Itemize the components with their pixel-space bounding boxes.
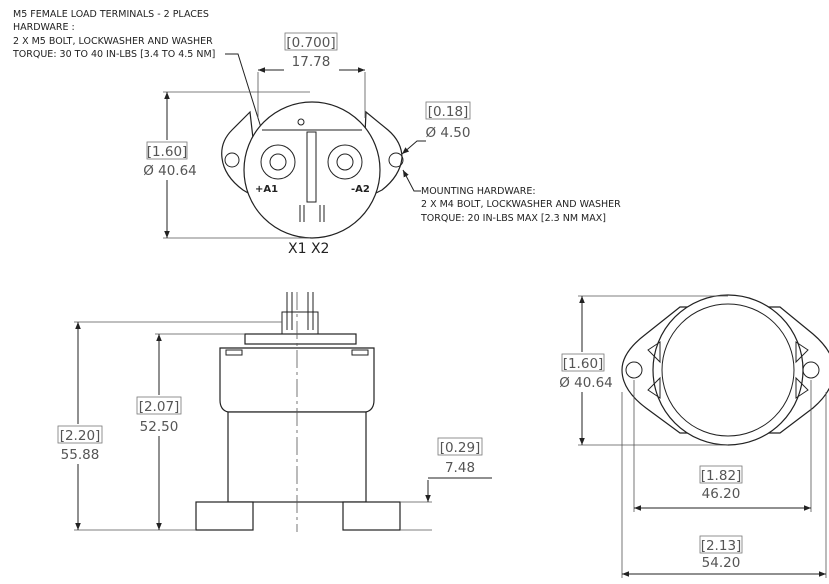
coil-pins bbox=[286, 292, 314, 330]
detail-right bbox=[351, 349, 369, 356]
top-body-circle bbox=[243, 101, 381, 239]
dim-mm: 54.20 bbox=[702, 555, 741, 571]
dim-mm: 17.78 bbox=[292, 54, 331, 70]
terminal-a1-bore bbox=[269, 153, 287, 171]
bracket-box bbox=[57, 425, 103, 444]
bracket-box bbox=[561, 353, 605, 372]
dim-mm: 46.20 bbox=[702, 486, 741, 502]
extension-lines bbox=[257, 72, 366, 118]
note-line: MOUNTING HARDWARE: bbox=[421, 186, 536, 197]
leader-line bbox=[402, 169, 421, 192]
dim-bottom-diameter: [1.60] Ø 40.64 bbox=[559, 295, 728, 446]
dim-hole-diameter: [0.18] Ø 4.50 bbox=[401, 101, 471, 155]
bracket-box bbox=[425, 101, 471, 120]
dim-total-height: [2.20] 55.88 bbox=[57, 321, 282, 531]
dim-inch: [2.07] bbox=[139, 399, 180, 415]
terminal-block bbox=[244, 333, 357, 345]
note-line: TORQUE: 30 TO 40 IN-LBS [3.4 TO 4.5 NM] bbox=[12, 49, 215, 60]
coil-mark bbox=[297, 118, 305, 126]
bracket-box bbox=[437, 437, 483, 456]
bottom-body-inner bbox=[661, 303, 795, 437]
dim-terminal-spacing: [0.700] 17.78 bbox=[257, 32, 366, 118]
dim-inch: [2.20] bbox=[60, 428, 101, 444]
bracket-box bbox=[284, 32, 338, 51]
dim-body-height: [2.07] 52.50 bbox=[136, 333, 245, 530]
bracket-box bbox=[699, 535, 743, 554]
load-terminal-note: M5 FEMALE LOAD TERMINALS - 2 PLACES HARD… bbox=[12, 9, 269, 151]
lower-body bbox=[227, 411, 367, 503]
coil-pins bbox=[299, 205, 325, 222]
terminal-a2-bore bbox=[336, 153, 354, 171]
dim-mm: 55.88 bbox=[61, 447, 100, 463]
dim-flange-thickness: [0.29] 7.48 bbox=[400, 437, 492, 531]
dim-mm: Ø 40.64 bbox=[559, 375, 613, 391]
foot-right bbox=[342, 501, 401, 531]
extension-lines bbox=[621, 392, 827, 578]
note-line: 2 X M4 BOLT, LOCKWASHER AND WASHER bbox=[421, 199, 621, 210]
extension-lines bbox=[74, 321, 282, 531]
dim-hole-spacing: [1.82] 46.20 bbox=[633, 380, 812, 512]
detail-left bbox=[225, 349, 243, 356]
dim-mm: 52.50 bbox=[140, 419, 179, 435]
rib-left bbox=[647, 341, 661, 399]
extension-lines bbox=[633, 380, 812, 512]
pos-terminal-label: +A1 bbox=[255, 184, 278, 195]
dim-inch: [1.60] bbox=[147, 144, 188, 160]
extension-lines bbox=[163, 91, 310, 239]
extension-lines bbox=[400, 501, 432, 531]
dim-top-diameter: [1.60] Ø 40.64 bbox=[143, 91, 310, 239]
note-line: 2 X M5 BOLT, LOCKWASHER AND WASHER bbox=[13, 36, 213, 47]
neg-terminal-label: -A2 bbox=[351, 184, 370, 195]
coil-terminal-labels: X1 X2 bbox=[288, 241, 329, 257]
mount-hole-left bbox=[625, 361, 643, 379]
dim-mm: Ø 40.64 bbox=[143, 163, 197, 179]
bracket-box bbox=[699, 465, 743, 484]
dim-mm: 7.48 bbox=[445, 460, 475, 476]
dim-mm: Ø 4.50 bbox=[426, 125, 471, 141]
bottom-view bbox=[621, 294, 829, 446]
note-line: TORQUE: 20 IN-LBS MAX [2.3 NM MAX] bbox=[420, 213, 606, 224]
mount-hole-right bbox=[802, 361, 820, 379]
dim-inch: [1.82] bbox=[701, 468, 742, 484]
dim-inch: [0.700] bbox=[286, 35, 335, 51]
leader-line bbox=[401, 140, 426, 155]
mounting-hardware-note: MOUNTING HARDWARE: 2 X M4 BOLT, LOCKWASH… bbox=[402, 169, 621, 224]
dim-inch: [2.13] bbox=[701, 538, 742, 554]
note-line: M5 FEMALE LOAD TERMINALS - 2 PLACES bbox=[13, 9, 209, 20]
mount-hole-left bbox=[224, 152, 240, 168]
bottom-body-outer bbox=[652, 294, 804, 446]
dim-inch: [0.29] bbox=[440, 440, 481, 456]
side-view bbox=[195, 292, 401, 532]
mount-hole-right bbox=[388, 152, 404, 168]
bracket-box bbox=[146, 141, 188, 160]
dim-flange-width: [2.13] 54.20 bbox=[621, 392, 827, 578]
terminal-a2 bbox=[327, 144, 363, 180]
center-barrier bbox=[306, 131, 317, 203]
extension-lines bbox=[578, 295, 728, 446]
dim-inch: [0.18] bbox=[428, 104, 469, 120]
dim-inch: [1.60] bbox=[563, 356, 604, 372]
top-view: +A1 -A2 X1 X2 bbox=[221, 101, 404, 257]
bracket-box bbox=[136, 396, 182, 415]
rib-right bbox=[795, 341, 809, 399]
note-line: HARDWARE : bbox=[13, 22, 75, 33]
foot-left bbox=[195, 501, 254, 531]
terminal-a1 bbox=[260, 144, 296, 180]
